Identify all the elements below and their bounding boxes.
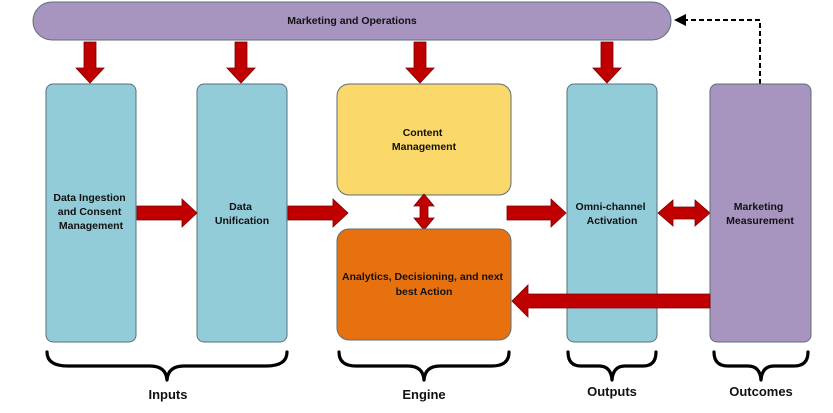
data-ingestion-box <box>45 83 137 343</box>
inputs-brace <box>45 350 289 382</box>
omni-channel-label: Omni-channel Activation <box>576 201 649 227</box>
outputs-brace <box>566 350 658 382</box>
data-unification-box <box>196 83 288 343</box>
engine-brace <box>337 350 511 382</box>
down-arrow-to-omni <box>592 41 622 84</box>
outcomes-brace <box>712 350 810 382</box>
vertical-double-arrow <box>413 193 435 231</box>
engine-label: Engine <box>402 387 445 402</box>
down-arrow-to-ingestion <box>75 41 105 84</box>
inputs-label: Inputs <box>149 387 188 402</box>
content-management-box <box>336 83 512 196</box>
outcomes-label: Outcomes <box>729 384 793 399</box>
data-ingestion-label: Data Ingestion and Consent Management <box>53 192 128 232</box>
marketing-operations-label: Marketing and Operations <box>287 15 417 27</box>
right-arrow-ingestion-to-unification <box>136 198 198 228</box>
down-arrow-to-unification <box>226 41 256 84</box>
feedback-dashed-line <box>684 19 761 84</box>
marketing-measurement-box <box>709 83 812 343</box>
outputs-label: Outputs <box>587 384 637 399</box>
content-management-label: Content Management <box>392 127 457 153</box>
horizontal-double-arrow <box>657 199 711 227</box>
feedback-arrowhead <box>674 14 686 26</box>
right-arrow-engine-to-omni <box>506 198 567 228</box>
right-arrow-unification-to-engine <box>287 198 349 228</box>
marketing-operations-box <box>32 1 672 41</box>
omni-channel-box <box>566 83 658 343</box>
down-arrow-to-content <box>405 41 435 84</box>
analytics-label: Analytics, Decisioning, and next best Ac… <box>342 271 506 298</box>
left-arrow-measurement-to-analytics <box>511 284 711 318</box>
data-unification-label: Data Unification <box>215 201 269 227</box>
analytics-box <box>336 228 512 341</box>
marketing-measurement-label: Marketing Measurement <box>726 201 794 227</box>
